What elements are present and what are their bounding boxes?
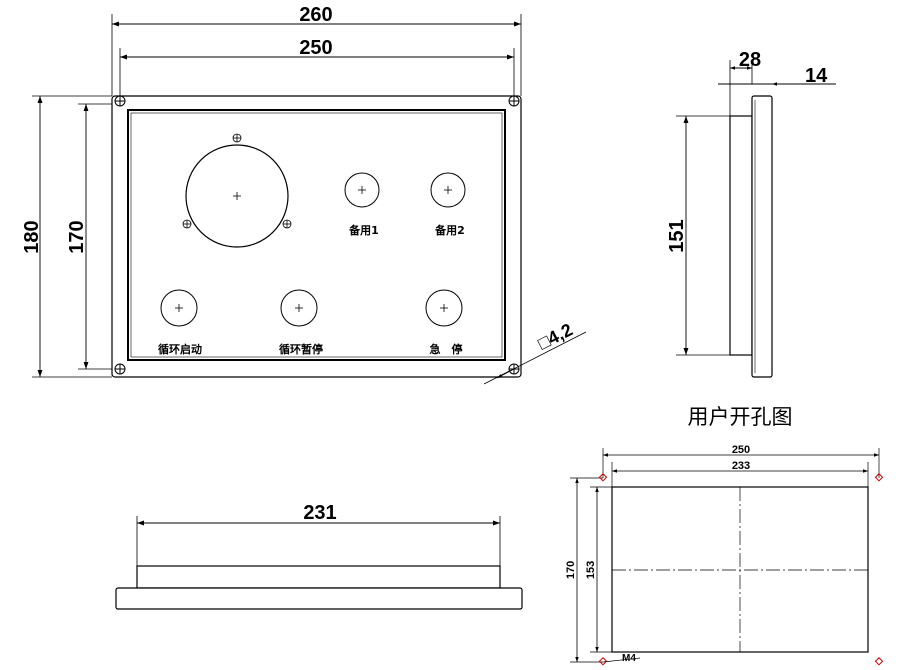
hole-spec-label: □4,2	[535, 319, 576, 353]
screw-label: M4	[622, 653, 636, 664]
dim-153: 153	[585, 561, 597, 579]
label-emergency-stop: 急 停	[430, 342, 463, 356]
corner-hole	[114, 95, 126, 107]
cutout-title: 用户开孔图	[688, 405, 793, 429]
bottom-body	[136, 565, 501, 589]
side-flange	[751, 95, 773, 378]
dim-170: 170	[66, 220, 88, 253]
dim-28: 28	[739, 49, 761, 71]
label-spare1: 备用1	[348, 223, 379, 237]
dim-260: 260	[299, 4, 332, 26]
handwheel-screw-hole	[232, 133, 242, 143]
dim-cut-250: 250	[732, 444, 750, 456]
cutout-view: 用户开孔图 250 233 170 153	[565, 405, 884, 666]
mount-hole-marker	[598, 657, 608, 666]
mount-hole-marker	[598, 473, 608, 482]
bottom-flange	[115, 587, 523, 610]
label-cycle-pause: 循环暂停	[279, 342, 323, 356]
bottom-view: 231	[115, 502, 523, 610]
dim-151: 151	[666, 219, 688, 252]
handwheel-screw-hole	[182, 219, 192, 229]
front-panel-window-inner	[130, 112, 503, 358]
handwheel-screw-hole	[282, 219, 292, 229]
side-view: 28 14 151	[666, 49, 836, 378]
dim-cut-170: 170	[565, 561, 577, 579]
button-spare1	[344, 172, 380, 208]
dim-180: 180	[21, 220, 43, 253]
button-spare2	[430, 172, 466, 208]
button-cycle-pause	[280, 289, 318, 327]
mount-hole-marker	[874, 473, 884, 482]
side-body	[729, 115, 753, 356]
button-cycle-start	[160, 289, 198, 327]
dim-250: 250	[299, 37, 332, 59]
corner-hole	[114, 363, 126, 375]
label-cycle-start: 循环启动	[158, 342, 202, 356]
dim-233: 233	[732, 460, 750, 472]
dim-14: 14	[805, 65, 828, 87]
label-spare2: 备用2	[434, 223, 465, 237]
corner-hole	[508, 95, 520, 107]
front-view: 260 250 180 170	[21, 4, 587, 385]
button-emergency-stop	[425, 289, 463, 327]
mount-hole-marker	[874, 657, 884, 666]
dim-231: 231	[303, 502, 336, 524]
